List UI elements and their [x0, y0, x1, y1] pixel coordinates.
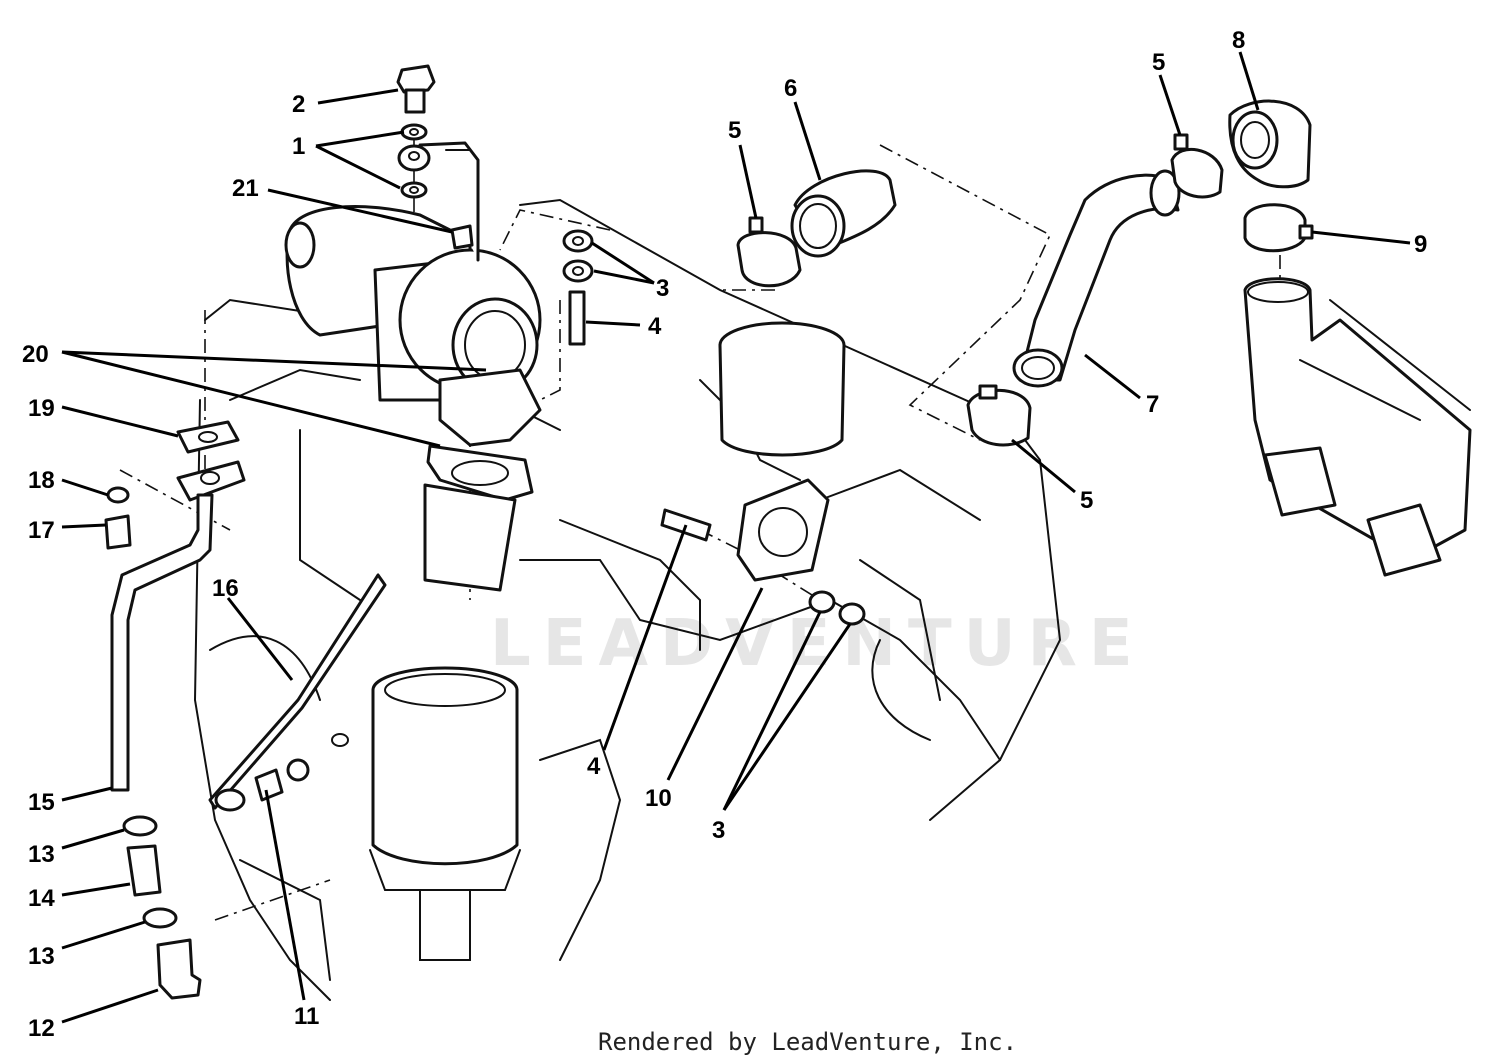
hose-6 [790, 169, 897, 258]
nut-lower-b [838, 602, 866, 626]
callout-8: 8 [1232, 27, 1245, 54]
line-bracket [450, 224, 474, 250]
hose-14 [126, 844, 162, 897]
elbow-12 [156, 938, 202, 1000]
callout-13-lower: 13 [28, 943, 55, 970]
watermark: LEADVENTURE [490, 607, 1145, 681]
callout-5-upper: 5 [1152, 49, 1165, 76]
callout-6: 6 [784, 75, 797, 102]
callout-9: 9 [1414, 231, 1427, 258]
return-gasket [176, 420, 240, 454]
clamp-5-lower [966, 384, 1032, 447]
callout-11: 11 [294, 1003, 319, 1030]
callout-4-upper: 4 [648, 313, 662, 340]
callout-1: 1 [292, 133, 305, 160]
callout-15: 15 [28, 789, 55, 816]
clamp-13-lower [142, 907, 178, 929]
clamp-5-left [736, 216, 802, 288]
leader-lines [61, 51, 1411, 1024]
callout-13-upper: 13 [28, 841, 55, 868]
oil-return-pipe [110, 460, 246, 792]
intake-cap [718, 321, 846, 457]
exhaust-manifold [1243, 277, 1472, 577]
gasket-10 [736, 478, 830, 582]
sealing-washers [397, 123, 431, 199]
elbow-8 [1228, 99, 1312, 189]
callout-16: 16 [212, 575, 239, 602]
washer-18 [106, 486, 130, 504]
clamp-9 [1243, 203, 1314, 253]
oil-filter [369, 666, 521, 961]
callout-12: 12 [28, 1015, 55, 1042]
nuts-upper [562, 229, 594, 283]
callout-3-lower: 3 [712, 817, 725, 844]
callout-20: 20 [22, 341, 49, 368]
callout-labels: 2 1 21 3 4 20 19 18 17 5 6 5 8 9 7 5 16 … [22, 27, 1427, 1042]
oil-line-16 [208, 573, 387, 810]
hose-7 [1012, 169, 1181, 388]
callout-21: 21 [232, 175, 259, 202]
footer-credit: Rendered by LeadVenture, Inc. [598, 1028, 1017, 1056]
callout-17: 17 [28, 517, 55, 544]
stud-upper [568, 290, 586, 346]
turbocharger [284, 205, 542, 447]
callout-7: 7 [1146, 391, 1159, 418]
bolt-17 [104, 514, 132, 550]
clamp-13-upper [122, 815, 158, 837]
nut-lower-a [808, 590, 836, 614]
callout-5-lower: 5 [1080, 487, 1093, 514]
callout-4-lower: 4 [587, 753, 601, 780]
callout-2: 2 [292, 91, 305, 118]
callout-10: 10 [645, 785, 672, 812]
banjo-bolt [396, 64, 436, 114]
callout-18: 18 [28, 467, 55, 494]
exhaust-outlet [423, 483, 517, 592]
callout-14: 14 [28, 885, 55, 912]
callout-3-upper: 3 [656, 275, 669, 302]
fittings-11 [214, 733, 349, 812]
clamp-5-upper [1170, 133, 1224, 199]
callout-19: 19 [28, 395, 55, 422]
callout-5-left: 5 [728, 117, 741, 144]
